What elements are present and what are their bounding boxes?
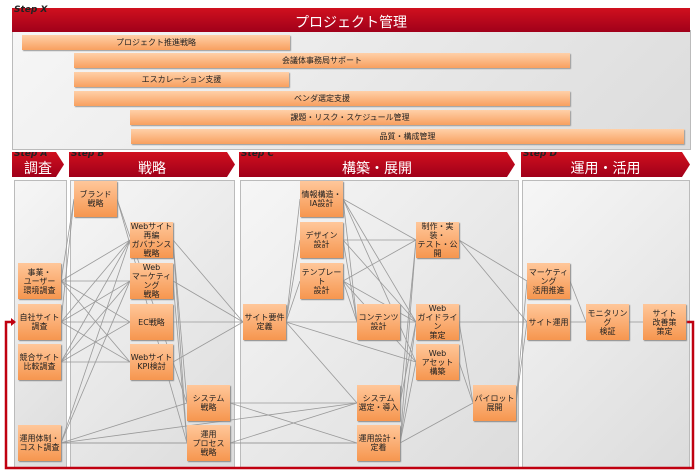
node: コンテンツ 設計 [357, 304, 400, 340]
node: Webサイト 再編 ガバナンス 戦略 [130, 222, 173, 258]
node: モニタリング 検証 [586, 304, 629, 340]
connector-line [60, 280, 131, 363]
connector-line [60, 198, 75, 323]
connector-line [458, 239, 528, 323]
node: 事業・ ユーザー 環境調査 [18, 263, 61, 299]
connector-line [60, 239, 131, 444]
node: サイト 改善策 策定 [643, 304, 686, 340]
connector-line [285, 280, 301, 323]
node: ブランド 戦略 [74, 181, 117, 217]
connector-line [285, 321, 417, 363]
node: パイロット 展開 [473, 385, 516, 421]
node: 自社サイト 調査 [18, 304, 61, 340]
feedback-loop-arrow [4, 320, 695, 470]
connector-line [342, 280, 358, 323]
connector-line [172, 280, 188, 444]
bar-task: 課題・リスク・スケジュール管理 [130, 110, 570, 125]
step-a-banner: Step A 調査 [12, 152, 64, 177]
banner-title: 運用・活用 [570, 161, 641, 177]
bar-task: 会議体事務局サポート [74, 53, 570, 68]
bar-task: プロジェクト推進戦略 [22, 35, 290, 50]
node: マーケティング 活用推進 [527, 263, 570, 299]
banner-title: プロジェクト管理 [295, 15, 407, 31]
step-b-banner: Step B 戦略 [69, 152, 235, 177]
connector-line [399, 402, 474, 444]
connector-line [60, 321, 131, 363]
node: デザイン 設計 [300, 222, 343, 258]
step-label: Step B [71, 149, 105, 159]
node: 情報構造・ IA設計 [300, 181, 343, 217]
connector-line [60, 239, 131, 282]
node: システム 選定・導入 [357, 385, 400, 421]
connector-line [285, 239, 301, 323]
connector-line [342, 198, 417, 323]
connector-line [458, 239, 528, 282]
banner-title: 戦略 [138, 161, 166, 177]
step-label: Step X [14, 5, 48, 15]
connector-line [172, 280, 244, 323]
connector-line [399, 361, 417, 444]
node: Web ガイドライン 策定 [416, 304, 459, 340]
arrowhead-icon [11, 318, 16, 326]
node: サイト要件 定義 [243, 304, 286, 340]
connector-line [60, 402, 358, 444]
connector-line [342, 280, 417, 323]
step-label: Step C [241, 149, 275, 159]
node: サイト運用 [527, 304, 570, 340]
stepx-banner: Step X プロジェクト管理 [12, 5, 690, 32]
node: 運用 プロセス 戦略 [187, 425, 230, 461]
node: 競合サイト 比較調査 [18, 344, 61, 380]
step-label: Step A [14, 149, 48, 159]
bar-task: 品質・構成管理 [131, 129, 684, 144]
step-d-banner: Step D 運用・活用 [521, 152, 690, 177]
connector-line [342, 198, 358, 323]
connector-line [172, 239, 244, 323]
node: テンプレート 設計 [300, 263, 343, 299]
node: 制作・実装・ テスト・公開 [416, 222, 459, 258]
connector-line [172, 239, 188, 404]
connector-line [285, 198, 301, 323]
connector-line [60, 280, 131, 323]
node: Web アセット 構築 [416, 344, 459, 380]
connector-line [116, 198, 188, 404]
banner-title: 調査 [24, 161, 52, 177]
connector-line [458, 321, 474, 404]
connector-line [458, 361, 474, 404]
connector-line [515, 321, 528, 404]
bar-task: ベンダ選定支援 [74, 91, 570, 106]
node: 運用体制・ コスト調査 [18, 425, 61, 461]
connector-line [399, 321, 417, 444]
connector-line [515, 280, 528, 404]
connector-line [172, 239, 188, 444]
step-label: Step D [523, 149, 557, 159]
connector-line [399, 321, 417, 404]
connector-line [569, 280, 587, 323]
node: EC戦略 [130, 304, 173, 340]
node: 運用設計・ 定着 [357, 425, 400, 461]
connector-line [60, 239, 131, 363]
connector-line [172, 321, 244, 363]
connector-line [342, 198, 417, 241]
node: システム 戦略 [187, 385, 230, 421]
connector-line [229, 402, 358, 444]
connector-line [60, 402, 188, 444]
banner-title: 構築・展開 [342, 161, 412, 177]
connector-line [342, 198, 417, 363]
step-c-banner: Step C 構築・展開 [239, 152, 515, 177]
node: Web マーケティング 戦略 [130, 263, 173, 299]
connector-line [285, 321, 358, 404]
connector-line [399, 239, 417, 444]
connector-line [399, 239, 417, 404]
connector-line [60, 198, 75, 282]
bar-task: エスカレーション支援 [74, 72, 289, 87]
node: Webサイト KPI検討 [130, 344, 173, 380]
connector-line [342, 239, 358, 323]
